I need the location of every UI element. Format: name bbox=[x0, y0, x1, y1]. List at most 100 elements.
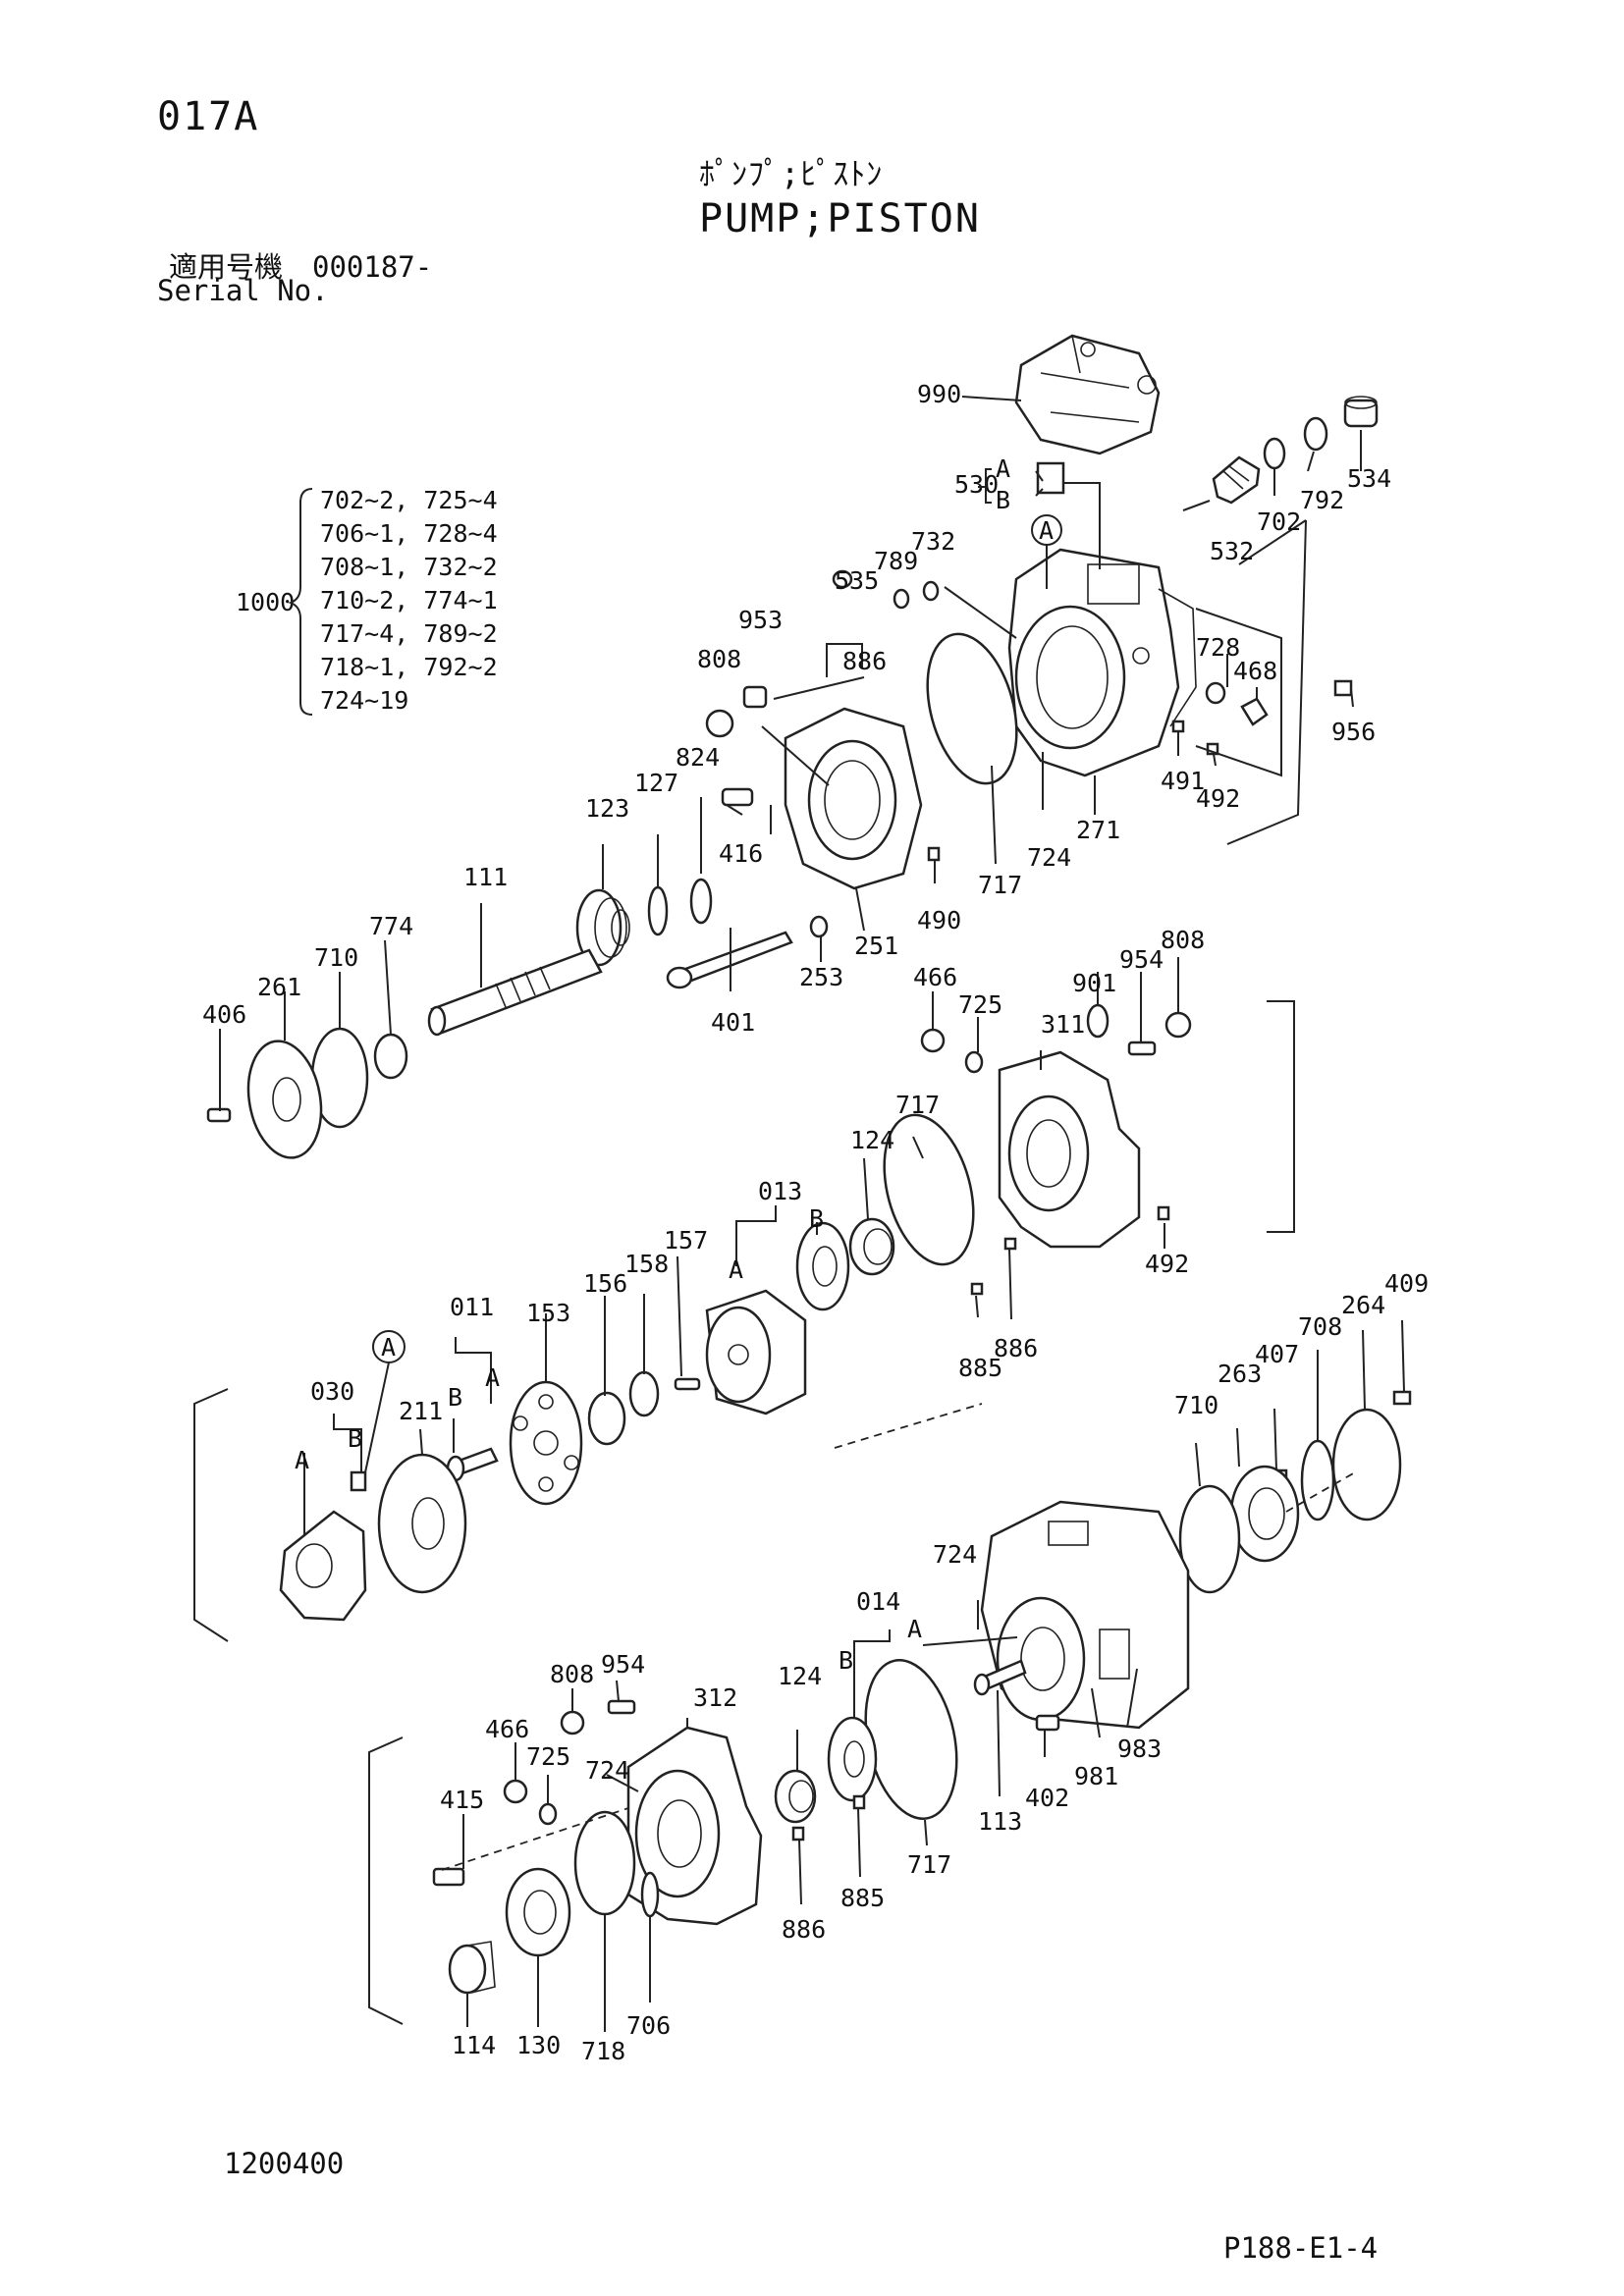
kit-contents: 702~2, 725~4 706~1, 728~4 708~1, 732~2 7… bbox=[320, 486, 498, 715]
callout: 491 bbox=[1161, 767, 1205, 795]
callout: 261 bbox=[257, 973, 301, 1001]
callout: 158 bbox=[624, 1250, 669, 1278]
callout: 492 bbox=[1196, 784, 1240, 813]
callout: 954 bbox=[601, 1650, 645, 1679]
pin-492 bbox=[1206, 742, 1219, 756]
regulator-990 bbox=[1014, 334, 1161, 455]
leader-lines bbox=[193, 396, 1405, 2032]
callout-letter-a: A bbox=[996, 454, 1010, 483]
callout: 808 bbox=[1161, 926, 1205, 954]
plug-466 bbox=[503, 1779, 528, 1804]
o-ring-725 bbox=[964, 1050, 984, 1074]
callout: 124 bbox=[850, 1126, 894, 1154]
callout: 725 bbox=[526, 1742, 570, 1771]
callout: 724 bbox=[585, 1756, 629, 1785]
callout: 124 bbox=[778, 1662, 822, 1690]
nut-808 bbox=[560, 1710, 585, 1735]
callout: 111 bbox=[463, 863, 508, 891]
plug-808 bbox=[705, 709, 734, 738]
kit-brace bbox=[288, 488, 313, 716]
screw-954 bbox=[1127, 1041, 1157, 1056]
callout: 983 bbox=[1117, 1735, 1162, 1763]
o-ring-710 bbox=[1178, 1484, 1241, 1594]
callout: 407 bbox=[1255, 1340, 1299, 1368]
bearing-124 bbox=[848, 1217, 895, 1276]
page-code: 017A bbox=[157, 94, 259, 139]
callout: 251 bbox=[854, 932, 898, 960]
callout-letter-a: A bbox=[907, 1615, 922, 1643]
o-ring-706 bbox=[640, 1871, 660, 1918]
callout: 885 bbox=[958, 1354, 1002, 1382]
callout: 011 bbox=[450, 1293, 494, 1321]
spacer-127 bbox=[647, 885, 669, 936]
oil-seal-774 bbox=[373, 1033, 408, 1080]
callout: 954 bbox=[1119, 945, 1164, 974]
callout: 264 bbox=[1341, 1291, 1385, 1319]
callout: 466 bbox=[913, 963, 957, 991]
callout: 127 bbox=[634, 769, 678, 797]
callout: 808 bbox=[550, 1660, 594, 1688]
nut-808 bbox=[1164, 1011, 1192, 1039]
callout: 728 bbox=[1196, 633, 1240, 662]
o-ring-728 bbox=[1205, 681, 1226, 705]
callout: 401 bbox=[711, 1008, 755, 1037]
callout: 271 bbox=[1076, 816, 1120, 844]
plug-956 bbox=[1333, 679, 1353, 697]
stopper-532 bbox=[1212, 455, 1261, 505]
kit-line: 717~4, 789~2 bbox=[320, 619, 498, 648]
callout: 708 bbox=[1298, 1312, 1342, 1341]
callout: 130 bbox=[516, 2031, 561, 2059]
ring-824 bbox=[689, 878, 713, 925]
shaft-111 bbox=[427, 948, 603, 1037]
pin-885 bbox=[970, 1282, 984, 1296]
callout: 468 bbox=[1233, 657, 1277, 685]
ring-702 bbox=[1263, 437, 1286, 470]
callout: 466 bbox=[485, 1715, 529, 1743]
plug-535 bbox=[832, 569, 853, 589]
callout: 532 bbox=[1210, 537, 1254, 565]
callout: 492 bbox=[1145, 1250, 1189, 1278]
plug-490 bbox=[927, 846, 941, 862]
page-title: PUMP;PISTON bbox=[699, 196, 981, 241]
callout: 530 bbox=[954, 470, 999, 499]
screw-409 bbox=[1392, 1390, 1412, 1406]
kit-line: 724~19 bbox=[320, 686, 408, 715]
callout: 710 bbox=[1174, 1391, 1218, 1419]
bolt-416 bbox=[721, 787, 754, 807]
doc-number: 1200400 bbox=[224, 2147, 344, 2180]
callout: 157 bbox=[664, 1226, 708, 1255]
seat-156 bbox=[587, 1391, 626, 1446]
bolt-401 bbox=[666, 931, 793, 989]
kit-line: 718~1, 792~2 bbox=[320, 653, 498, 681]
plug-468 bbox=[1240, 697, 1269, 726]
kit-line: 708~1, 732~2 bbox=[320, 553, 498, 581]
o-ring-789 bbox=[893, 588, 910, 610]
kit-line: 706~1, 728~4 bbox=[320, 519, 498, 548]
callout: 534 bbox=[1347, 464, 1391, 493]
o-ring-725 bbox=[538, 1802, 558, 1826]
seat-158 bbox=[628, 1370, 660, 1417]
coupling-114 bbox=[448, 1941, 496, 1995]
eye-bolt-901 bbox=[1086, 1003, 1110, 1039]
callout: 717 bbox=[978, 871, 1022, 899]
callout: 789 bbox=[874, 547, 918, 575]
callout: 717 bbox=[907, 1850, 951, 1879]
callout: 263 bbox=[1218, 1360, 1262, 1388]
bearing-124 bbox=[774, 1769, 817, 1824]
spring-157 bbox=[674, 1377, 701, 1391]
callout-letter-a: A bbox=[729, 1255, 743, 1284]
washer-253 bbox=[809, 915, 829, 938]
callout: 706 bbox=[626, 2011, 671, 2040]
callouts: 990 530 A B 534 792 702 532 732 789 535 … bbox=[202, 380, 1429, 2065]
o-ring-718 bbox=[573, 1810, 636, 1916]
callout-letter-b: B bbox=[996, 486, 1010, 514]
pump-casing bbox=[980, 1500, 1190, 1730]
callout: 724 bbox=[1027, 843, 1071, 872]
screw-953 bbox=[742, 685, 768, 709]
callout: 535 bbox=[835, 566, 879, 595]
callout: 311 bbox=[1041, 1010, 1085, 1039]
gear-pump-130 bbox=[505, 1867, 571, 1957]
callout: 416 bbox=[719, 839, 763, 868]
